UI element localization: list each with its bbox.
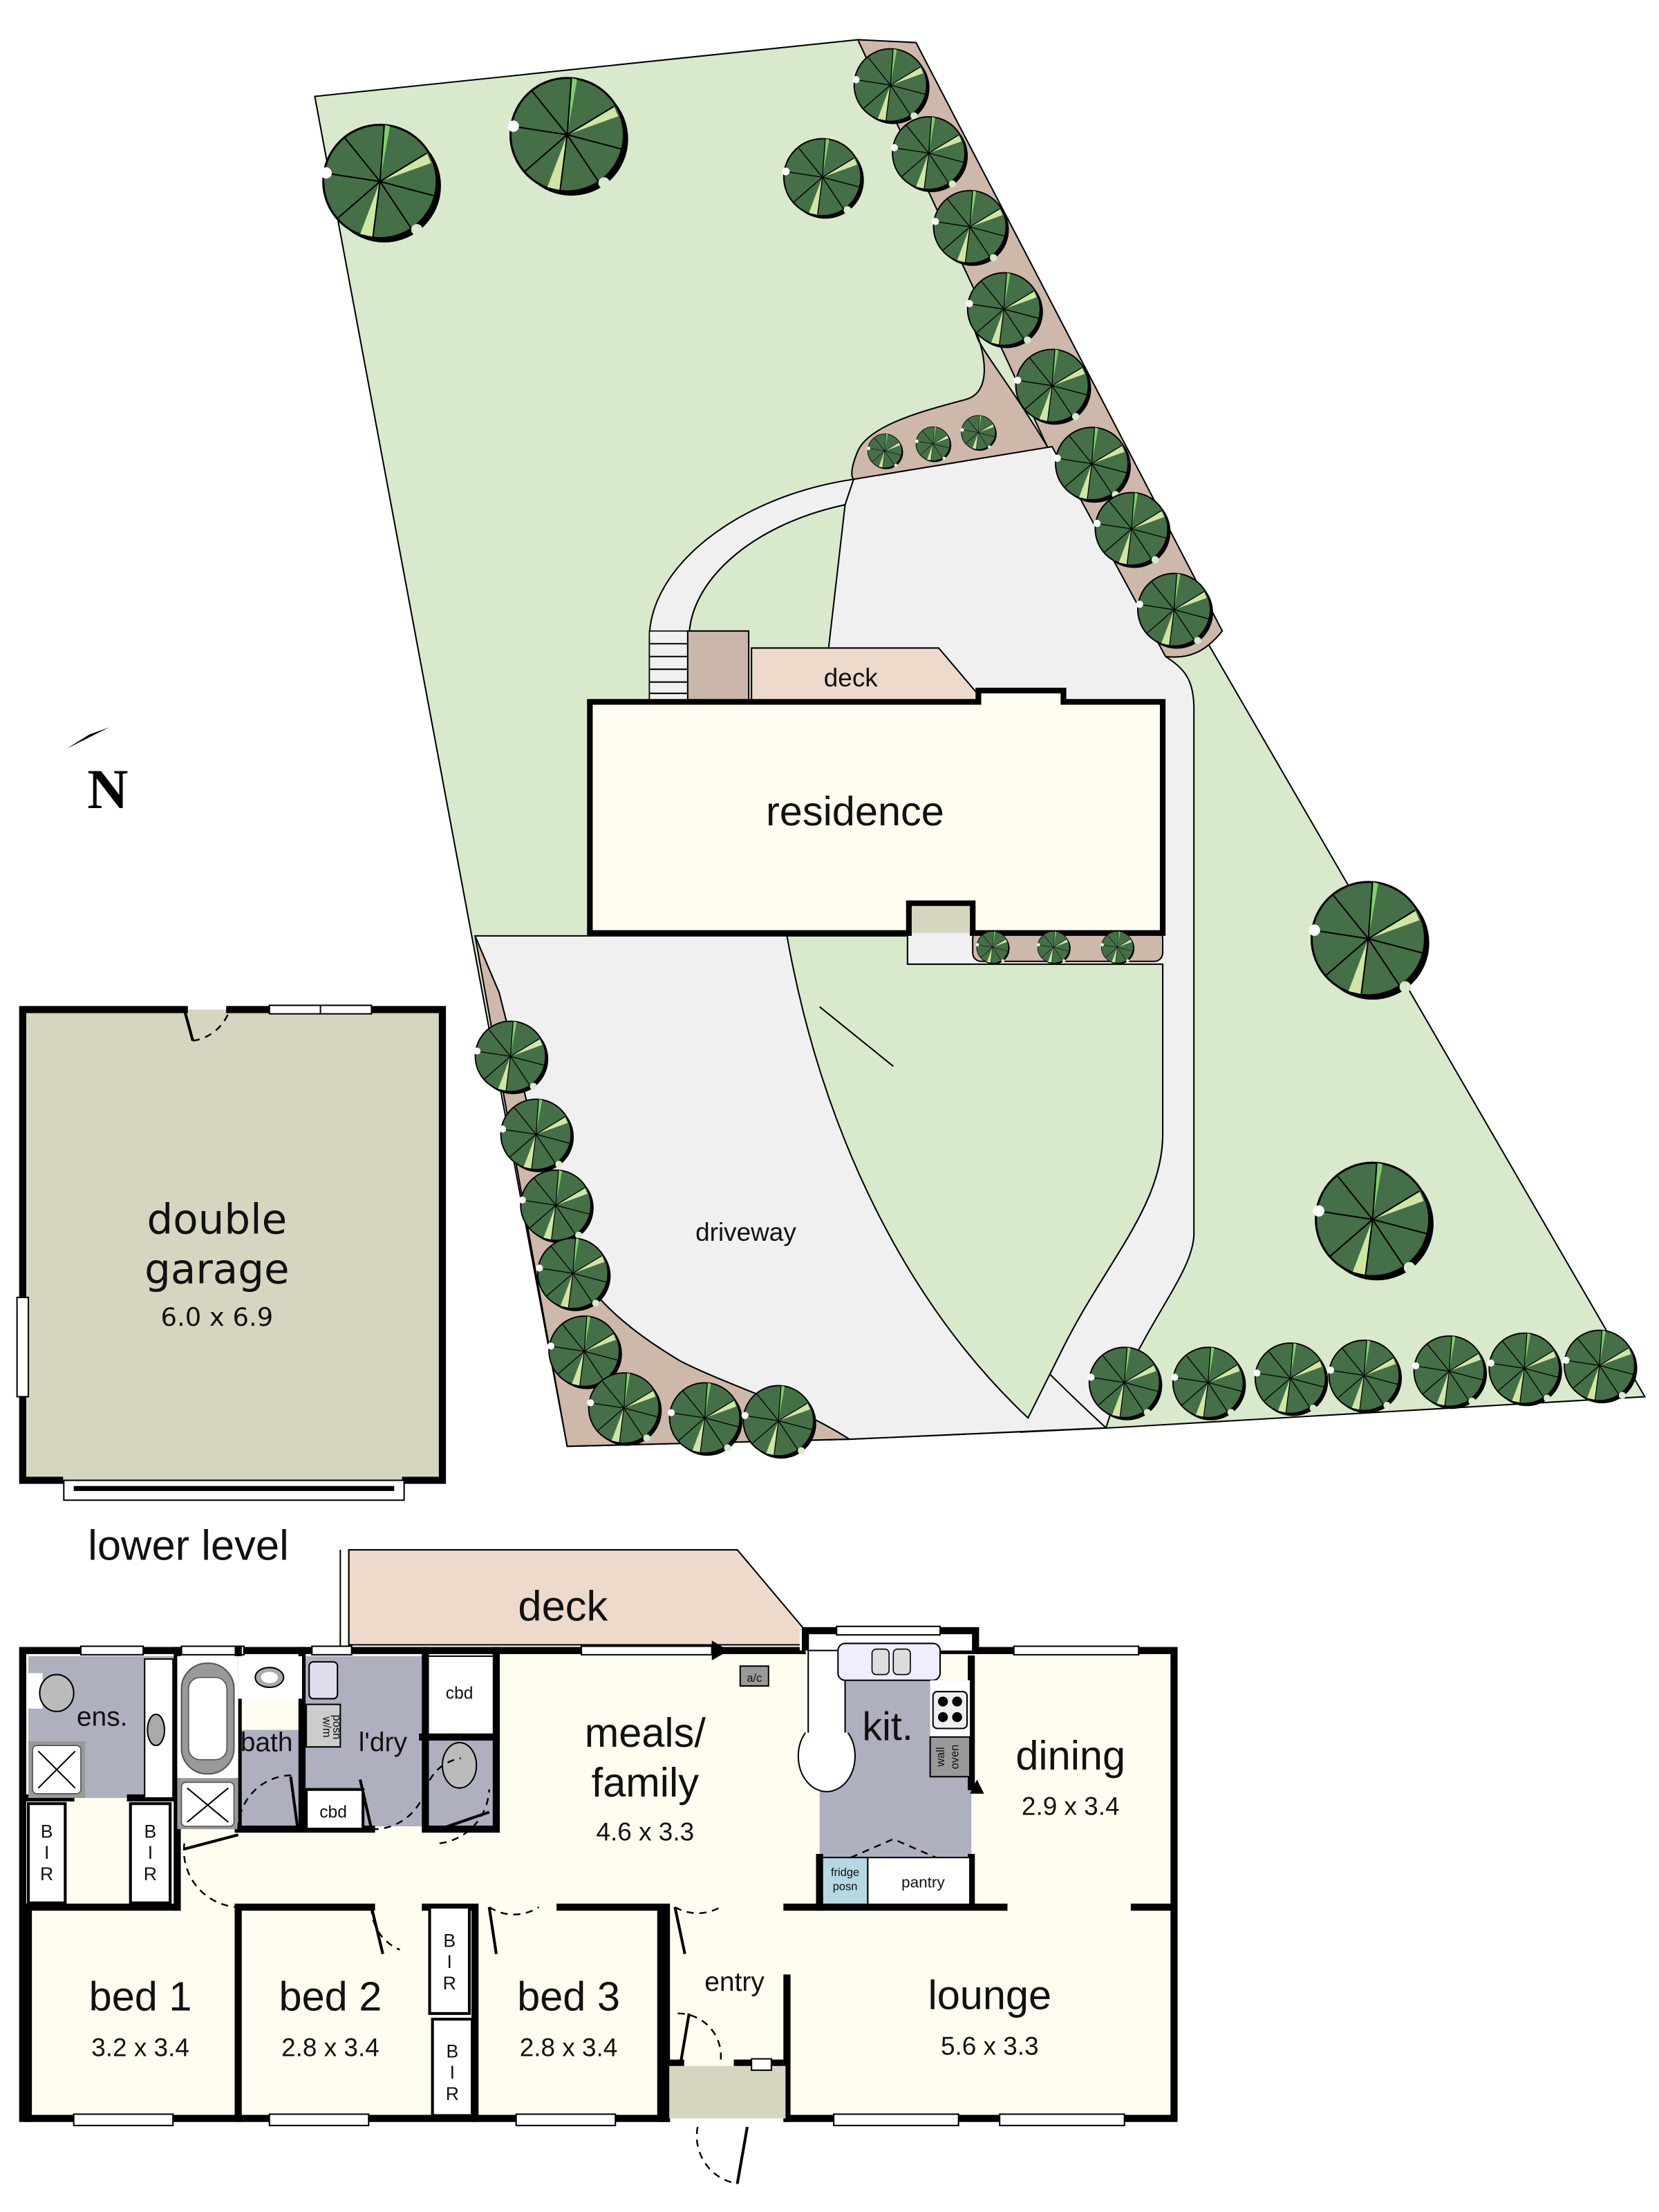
svg-text:I: I xyxy=(148,1842,153,1863)
svg-text:R: R xyxy=(144,1864,157,1884)
svg-text:I: I xyxy=(44,1842,49,1863)
svg-text:R: R xyxy=(443,1973,456,1994)
wall-oven-label: wall oven xyxy=(935,1745,962,1770)
svg-text:B: B xyxy=(144,1821,157,1841)
room-kitchen-label: kit. xyxy=(862,1705,912,1749)
svg-text:I: I xyxy=(450,2062,455,2083)
svg-text:R: R xyxy=(446,2083,459,2104)
pantry-label: pantry xyxy=(901,1873,945,1891)
room-meals-label-1: meals/ xyxy=(585,1709,706,1756)
room-bed1-label: bed 1 xyxy=(89,1974,192,2020)
svg-text:w/m: w/m xyxy=(321,1716,333,1737)
room-bed1-dimensions: 3.2 x 3.4 xyxy=(91,2033,189,2061)
svg-text:oven: oven xyxy=(949,1745,962,1770)
room-meals-dimensions: 4.6 x 3.3 xyxy=(597,1818,695,1846)
room-lounge-dimensions: 5.6 x 3.3 xyxy=(941,2032,1039,2060)
svg-text:wall: wall xyxy=(935,1747,947,1767)
garage-dimensions: 6.0 x 6.9 xyxy=(160,1302,273,1332)
room-bed3-dimensions: 2.8 x 3.4 xyxy=(520,2033,618,2061)
residence-label: residence xyxy=(766,788,944,834)
floor-plan: deck xyxy=(19,1549,1178,2185)
svg-text:B: B xyxy=(41,1821,53,1841)
cbd-label: cbd xyxy=(319,1803,347,1822)
compass: N xyxy=(66,727,129,821)
svg-text:posn: posn xyxy=(330,1715,343,1740)
compass-label: N xyxy=(87,758,128,821)
room-bed2-label: bed 2 xyxy=(279,1974,382,2020)
svg-text:B: B xyxy=(446,2041,458,2061)
svg-text:B: B xyxy=(443,1930,456,1951)
room-bath-label: bath xyxy=(241,1727,293,1757)
room-ens-label: ens. xyxy=(77,1702,128,1732)
site-deck-label: deck xyxy=(824,664,879,692)
room-laundry-label: l'dry xyxy=(359,1727,408,1757)
fridge-label-2: posn xyxy=(833,1880,858,1893)
svg-text:R: R xyxy=(40,1864,53,1884)
room-lounge-label: lounge xyxy=(928,1972,1051,2018)
driveway-label: driveway xyxy=(695,1218,796,1246)
doors xyxy=(182,1757,937,2185)
bath-fixtures xyxy=(28,1655,494,1831)
room-bed2-dimensions: 2.8 x 3.4 xyxy=(281,2033,379,2061)
room-bed3-label: bed 3 xyxy=(517,1974,620,2020)
site-plan: deck residence driveway xyxy=(314,39,1647,1460)
level-label: lower level xyxy=(88,1521,289,1569)
garage-name-line2: garage xyxy=(144,1246,289,1293)
residence-outline[interactable] xyxy=(587,687,1166,936)
cbd-label: cbd xyxy=(446,1684,474,1703)
deck-stairs xyxy=(648,630,750,703)
room-dining-dimensions: 2.9 x 3.4 xyxy=(1022,1792,1120,1821)
north-arrow-icon xyxy=(66,727,109,749)
fridge-label-1: fridge xyxy=(831,1866,859,1879)
bir-labels: B I R B I R B I R B I R xyxy=(40,1821,459,2103)
double-garage[interactable]: double garage 6.0 x 6.9 xyxy=(16,1004,447,1501)
room-dining-label: dining xyxy=(1015,1732,1125,1779)
room-meals-label-2: family xyxy=(592,1759,700,1806)
garage-name-line1: double xyxy=(147,1197,288,1244)
ac-unit-label: a/c xyxy=(747,1672,762,1685)
washing-machine-label: w/m posn xyxy=(321,1715,343,1740)
deck-label: deck xyxy=(518,1583,608,1631)
room-entry-label: entry xyxy=(704,1967,765,1997)
kitchen-fixtures xyxy=(739,1642,984,1905)
svg-text:I: I xyxy=(447,1951,452,1972)
